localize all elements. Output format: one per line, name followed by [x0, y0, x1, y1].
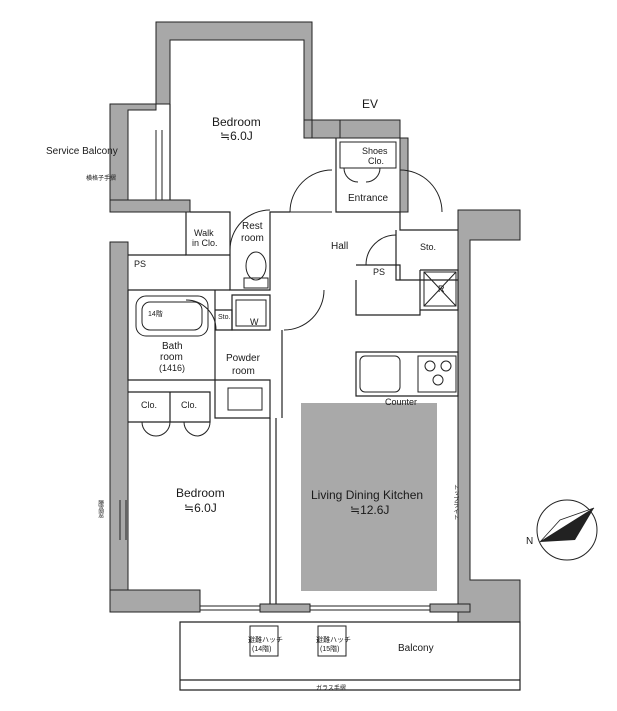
hatch-2-line-2: (15階): [320, 646, 340, 653]
ps-right-label: PS: [373, 267, 386, 277]
powder-room-line-2: room: [232, 366, 255, 377]
ldk-name: Living Dining Kitchen: [311, 488, 424, 502]
glass-railing-label: ガラス手摺: [316, 686, 346, 692]
window-note-right: トップライト: [451, 484, 458, 520]
fixtures: [135, 141, 457, 657]
railing-note-label: 横格子手摺: [86, 176, 117, 182]
compass-north-label: N: [526, 536, 534, 547]
storage-entrance-label: Sto.: [420, 242, 437, 252]
walk-in-closet-line-1: Walk: [194, 228, 214, 238]
hall-label: Hall: [331, 241, 349, 252]
interior-lines: [127, 104, 521, 691]
shoes-closet-line-1: Shoes: [362, 146, 388, 156]
shoes-closet-line-2: Clo.: [368, 156, 385, 166]
hatch-1-line-1: 避難ハッチ: [248, 637, 283, 644]
closet-2-label: Clo.: [181, 400, 198, 410]
outer-walls: [109, 21, 521, 623]
closet-1-label: Clo.: [141, 400, 158, 410]
refrigerator-label: R: [438, 284, 445, 294]
ev-label: EV: [362, 97, 379, 111]
bath-room-line-1: Bath: [162, 341, 183, 352]
bath-room-line-3: (1416): [159, 363, 186, 373]
window-note-left: 腰高窓: [96, 500, 103, 518]
compass-symbol: [536, 499, 598, 561]
service-balcony-label: Service Balcony: [46, 146, 118, 157]
hatch-2-line-1: 避難ハッチ: [316, 637, 351, 644]
bedroom-north-size: ≒6.0J: [220, 129, 253, 143]
bedroom-north-name: Bedroom: [212, 115, 261, 129]
entrance-label: Entrance: [348, 193, 389, 204]
walk-in-closet-line-2: in Clo.: [192, 238, 218, 248]
door-swings: [141, 167, 443, 437]
counter-label: Counter: [385, 397, 418, 407]
bedroom-south-name: Bedroom: [176, 486, 225, 500]
bath-room-line-2: room: [160, 352, 183, 363]
storage-small-label: Sto.: [218, 314, 231, 321]
ldk-size: ≒12.6J: [350, 503, 390, 517]
ps-left-label: PS: [134, 259, 147, 269]
ldk-floor: [301, 403, 437, 591]
hatch-bath-label: 14階: [148, 311, 163, 318]
rest-room-line-2: room: [241, 233, 264, 244]
washer-label: W: [250, 317, 259, 327]
bedroom-south-size: ≒6.0J: [184, 501, 217, 515]
windows: [119, 130, 430, 611]
rest-room-line-1: Rest: [242, 221, 263, 232]
balcony-label: Balcony: [398, 643, 434, 654]
hatch-1-line-2: (14階): [252, 646, 272, 653]
powder-room-line-1: Powder: [226, 353, 260, 364]
